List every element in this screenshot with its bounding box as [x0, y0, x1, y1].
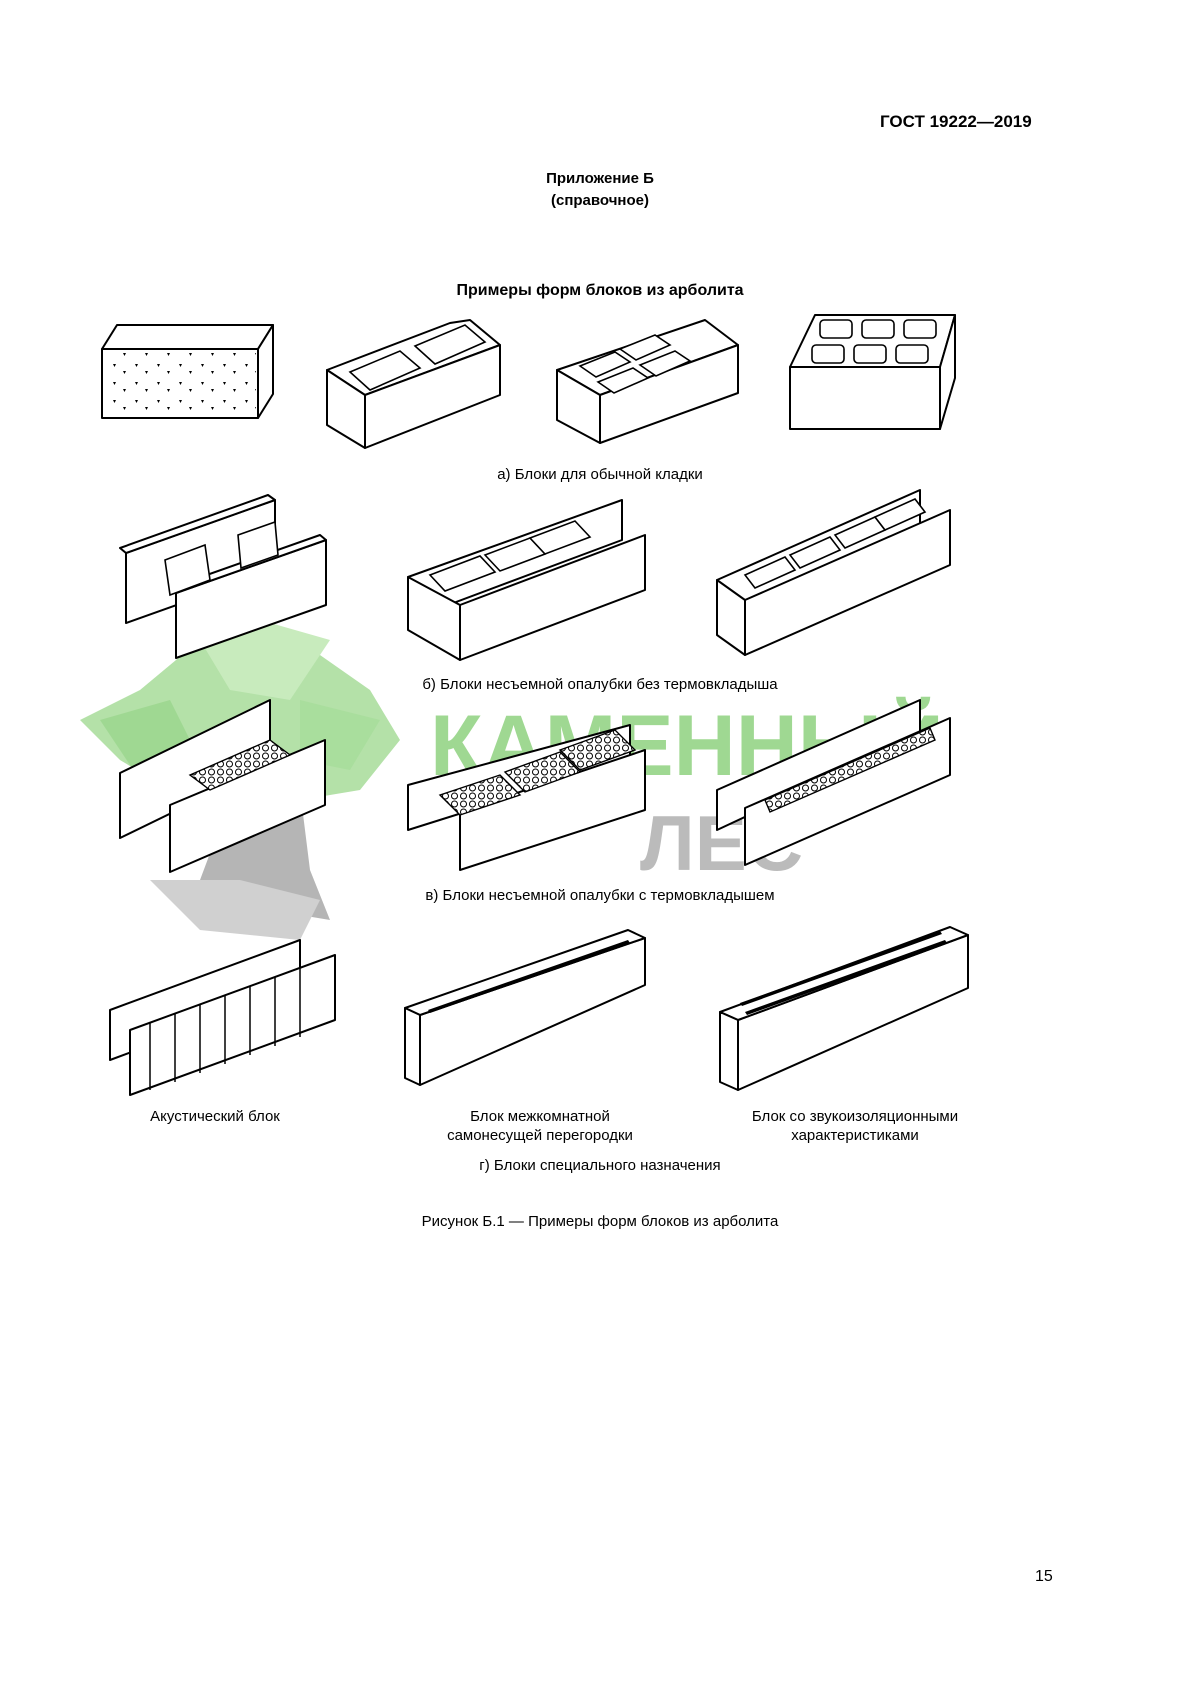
- label-acoustic-block: Акустический блок: [150, 1108, 280, 1125]
- caption-group-b: б) Блоки несъемной опалубки без термовкл…: [422, 676, 778, 693]
- caption-group-v: в) Блоки несъемной опалубки с термовклад…: [425, 887, 775, 904]
- appendix-heading: Приложение Б (справочное): [400, 168, 800, 212]
- appendix-title: Приложение Б: [546, 170, 654, 187]
- label-soundproof-line2: характеристиками: [791, 1127, 919, 1144]
- insulated-block-1: [119, 699, 326, 873]
- figure-caption: Рисунок Б.1 — Примеры форм блоков из арб…: [421, 1213, 779, 1230]
- block-six-hollow: [789, 314, 956, 430]
- formwork-block-2: [407, 499, 646, 661]
- label-partition-block: Блок межкомнатной самонесущей перегородк…: [400, 1107, 680, 1145]
- block-two-hollow: [326, 319, 501, 449]
- formwork-block-3: [716, 489, 951, 656]
- acoustic-block: [109, 939, 336, 1096]
- partition-block: [404, 929, 646, 1086]
- soundproof-block: [719, 926, 969, 1091]
- figure-title: Примеры форм блоков из арболита: [456, 282, 744, 299]
- formwork-block-1: [119, 494, 327, 659]
- label-soundproof-block: Блок со звукоизоляционными характеристик…: [705, 1107, 1005, 1145]
- label-soundproof-line1: Блок со звукоизоляционными: [751, 1108, 959, 1125]
- insulated-block-2: [407, 724, 646, 871]
- page-number: 15: [1035, 1568, 1053, 1585]
- document-standard-number: ГОСТ 19222—2019: [880, 112, 1032, 131]
- block-solid: [101, 324, 274, 419]
- block-four-hollow: [556, 319, 739, 444]
- caption-group-g: г) Блоки специального назначения: [479, 1157, 721, 1174]
- label-partition-line1: Блок межкомнатной: [470, 1108, 610, 1125]
- label-partition-line2: самонесущей перегородки: [447, 1127, 633, 1144]
- appendix-status: (справочное): [551, 192, 649, 209]
- caption-group-a: а) Блоки для обычной кладки: [497, 466, 703, 483]
- insulated-block-3: [716, 699, 951, 866]
